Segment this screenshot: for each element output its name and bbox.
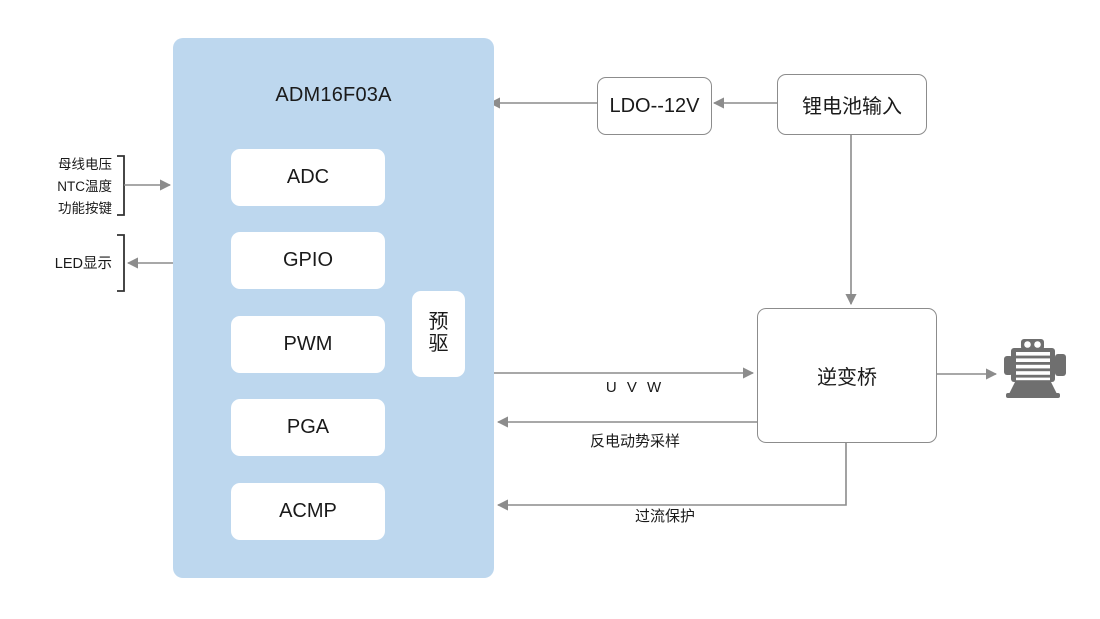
ldo-block[interactable]: LDO--12V: [597, 77, 712, 135]
motor-icon: [1004, 339, 1066, 398]
mcu-module-acmp[interactable]: ACMP: [231, 483, 385, 540]
input-label-function-key: 功能按键: [58, 201, 112, 216]
input-label-ntc-temperature: NTC温度: [57, 179, 112, 194]
input-bracket-top: [117, 155, 125, 216]
pre-driver-label: 预驱: [428, 311, 449, 355]
mcu-module-adc[interactable]: ADC: [231, 149, 385, 206]
signal-label-bemf-sampling: 反电动势采样: [589, 433, 680, 450]
pre-driver-block[interactable]: 预驱: [412, 291, 465, 377]
battery-input-block[interactable]: 锂电池输入: [777, 74, 927, 135]
output-label-led-display: LED显示: [54, 256, 112, 272]
signal-label-over-current: 过流保护: [634, 508, 695, 525]
mcu-module-gpio[interactable]: GPIO: [231, 232, 385, 289]
mcu-module-pwm[interactable]: PWM: [231, 316, 385, 373]
inverter-bridge-block[interactable]: 逆变桥: [757, 308, 937, 443]
input-label-bus-voltage: 母线电压: [58, 157, 112, 172]
mcu-title: ADM16F03A: [275, 84, 392, 106]
output-bracket-led: [117, 234, 125, 292]
signal-label-uvw: U V W: [605, 379, 665, 396]
mcu-module-pga[interactable]: PGA: [231, 399, 385, 456]
